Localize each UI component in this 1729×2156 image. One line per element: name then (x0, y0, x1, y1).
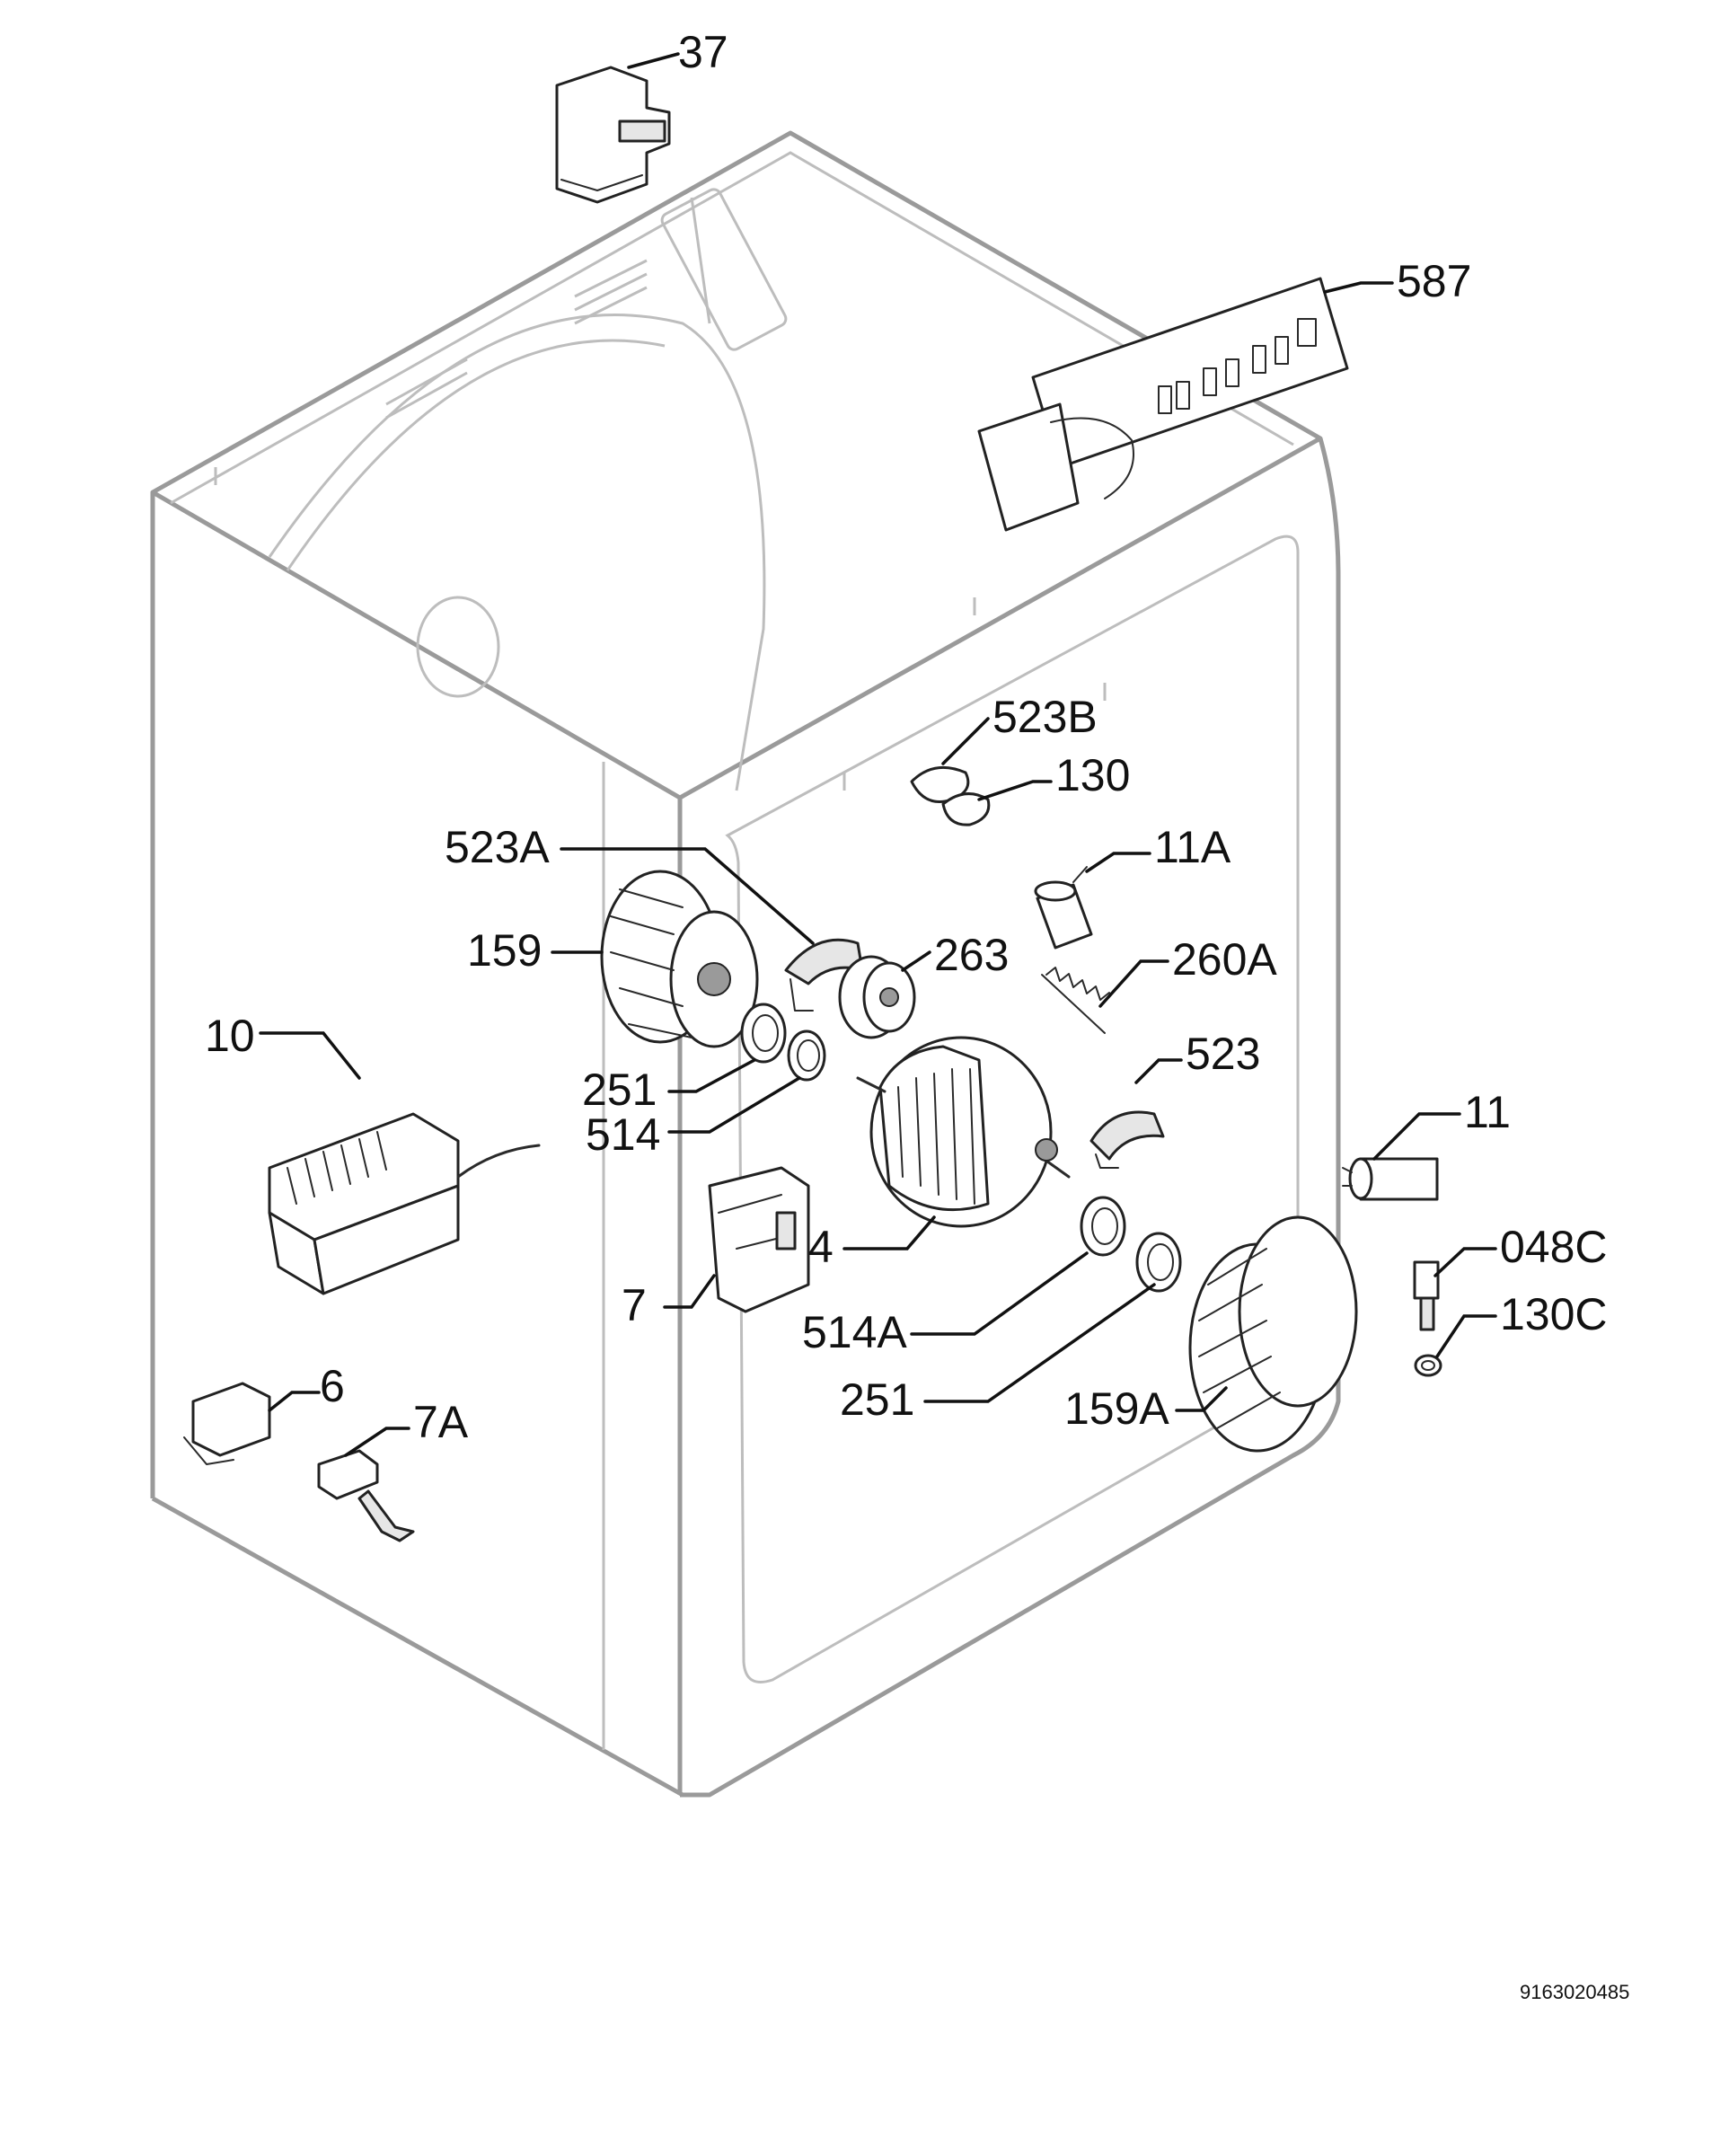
callout-130C: 130C (1500, 1289, 1608, 1339)
part-514-ring (787, 1029, 826, 1082)
part-4-motor (856, 1036, 1071, 1228)
callout-159: 159 (467, 925, 542, 976)
callout-251-upper: 251 (582, 1065, 657, 1115)
cabinet-housing (150, 130, 1341, 1798)
part-159-drive-wheel (600, 870, 759, 1048)
callout-159A: 159A (1064, 1383, 1169, 1434)
part-251-ring-lower (1135, 1232, 1182, 1293)
part-7-door-lock (708, 1166, 810, 1313)
part-10-heater-block (268, 1112, 541, 1295)
part-048C-fitting (1413, 1260, 1440, 1331)
callout-587: 587 (1397, 256, 1471, 306)
callout-130: 130 (1055, 750, 1130, 800)
part-37-switch (555, 66, 671, 204)
part-523-bearing-support (1089, 1110, 1165, 1169)
callout-37: 37 (678, 27, 728, 77)
part-523A-bearing-support (784, 938, 864, 1012)
callout-263: 263 (934, 930, 1009, 980)
callout-260A: 260A (1172, 934, 1277, 985)
part-587-control-board (977, 277, 1349, 532)
callout-514: 514 (586, 1109, 660, 1160)
part-130-clamp (941, 792, 991, 826)
part-7A-micro-switch (317, 1449, 415, 1542)
callout-523B: 523B (992, 692, 1098, 742)
callout-7A: 7A (413, 1397, 469, 1447)
part-130C-nut (1414, 1354, 1442, 1377)
callout-523A: 523A (445, 822, 550, 872)
callout-11: 11 (1464, 1087, 1511, 1137)
part-159A-fan-impeller (1188, 1215, 1358, 1453)
callout-6: 6 (320, 1361, 345, 1411)
part-260A-spring (1041, 967, 1110, 1034)
callout-labels: 37 587 523B 130 523A 11A 159 263 260A 10… (205, 27, 1608, 1447)
part-6-suppressor (183, 1382, 271, 1465)
callout-10: 10 (205, 1011, 255, 1061)
callout-523: 523 (1186, 1029, 1260, 1079)
callout-251-lower: 251 (840, 1374, 914, 1425)
part-251-ring-upper (740, 1003, 787, 1064)
callout-048C: 048C (1500, 1222, 1608, 1272)
document-number: 9163020485 (1520, 1981, 1629, 2003)
part-11-capacitor (1342, 1157, 1439, 1201)
callout-7: 7 (622, 1280, 647, 1330)
callout-514A: 514A (802, 1307, 907, 1357)
part-514A-ring (1080, 1196, 1126, 1257)
part-11A-capacitor (1034, 866, 1093, 950)
part-263-pulley (838, 955, 916, 1039)
callout-4: 4 (808, 1222, 834, 1272)
callout-11A: 11A (1154, 822, 1231, 872)
leader-lines (259, 52, 1497, 1457)
part-523B-clamp (910, 765, 970, 803)
